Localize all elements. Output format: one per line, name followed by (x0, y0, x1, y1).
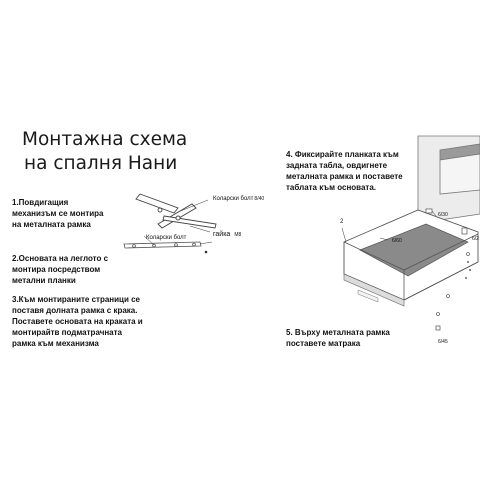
bolt-label-2: Коларски болт (146, 235, 187, 241)
step-5-text: 5. Върху металната рамка поставете матра… (286, 328, 390, 348)
bracket (461, 227, 468, 235)
screw (436, 312, 440, 316)
headboard (417, 135, 480, 221)
part-number-2: 2 (340, 219, 344, 225)
title-line-1: Монтажна схема (22, 129, 188, 150)
bed-leg (357, 289, 379, 303)
page-title: Монтажна схема на спалня Нани (22, 128, 187, 176)
pivot-bolt (175, 215, 181, 221)
screw-label-6-30: 6/30 (438, 212, 448, 218)
step-3-text: 3.Към монтираните страници се поставя до… (12, 295, 143, 348)
screw-label-6-45: 6/45 (438, 339, 448, 345)
pivot-bolt (157, 207, 163, 213)
step-1-text: 1.Повдигащия механизъм се монтира на мет… (12, 198, 104, 229)
lift-mechanism-drawing (123, 193, 217, 254)
base-rail (123, 241, 202, 249)
step-4-text: 4. Фиксирайте планката към задната табла… (286, 150, 403, 192)
screw-label-6-2: 6/2 (472, 236, 479, 242)
bed-assembly-drawing (341, 135, 480, 331)
mechanism-arm-upper (135, 193, 179, 214)
step-2-text: 2.Основата на леглото с монтира посредст… (12, 254, 109, 285)
title-line-2: на спалня Нани (24, 153, 178, 174)
screw (446, 294, 450, 298)
bracket (425, 208, 433, 214)
screw (466, 252, 470, 256)
bolt-label-1: Коларски болт8/40 (213, 196, 265, 202)
screw-label-6-60: 6/60 (392, 238, 402, 244)
bed-base-platform (359, 223, 469, 277)
bed-foot (343, 273, 405, 307)
bracket (435, 325, 441, 331)
